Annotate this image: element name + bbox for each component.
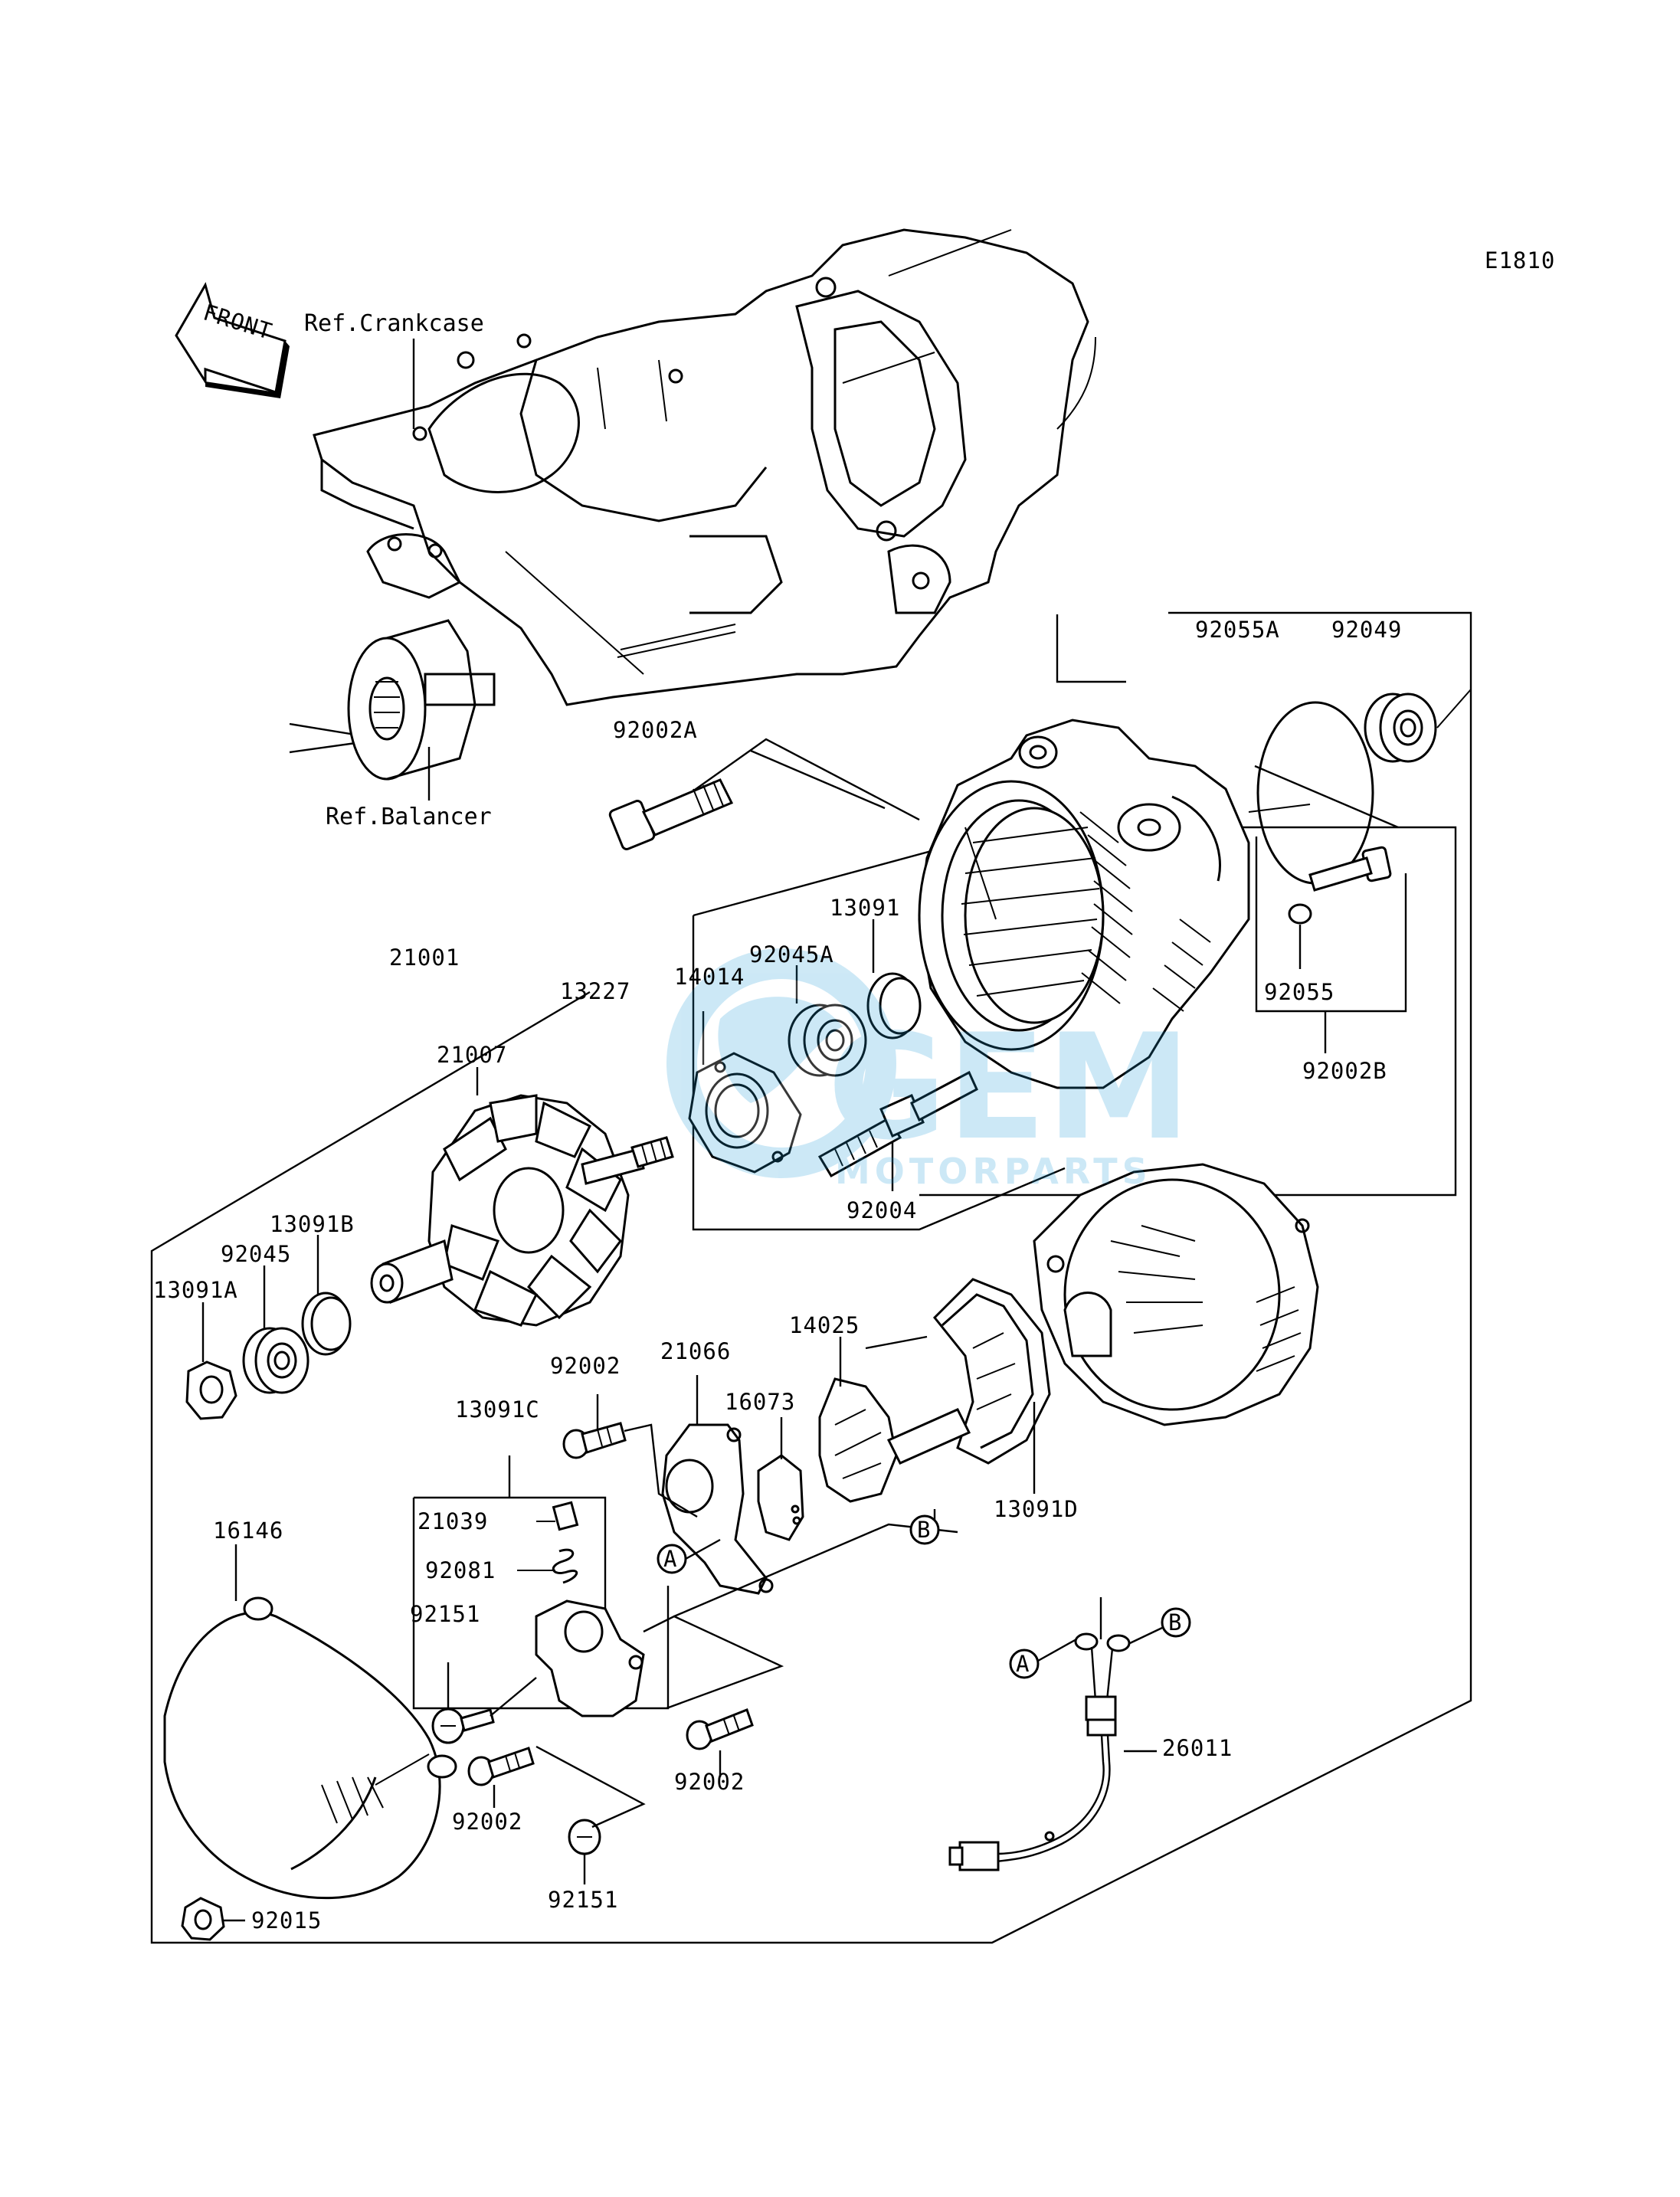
label-26011: 26011 [1162, 1735, 1233, 1761]
label-16146: 16146 [213, 1518, 283, 1544]
label-92055A: 92055A [1195, 617, 1280, 643]
label-92004: 92004 [847, 1197, 917, 1223]
svg-text:A: A [1016, 1651, 1030, 1677]
label-13227: 13227 [560, 978, 630, 1004]
seal-13091-drawing [866, 972, 922, 1040]
label-13091B: 13091B [270, 1211, 355, 1237]
cover-16146-drawing [163, 1596, 457, 1900]
stud-92004-drawing [817, 1070, 978, 1178]
watermark-logo-text: GEM [827, 1003, 1191, 1172]
label-92002-a: 92002 [550, 1353, 621, 1379]
regulator-14025-drawing [818, 1377, 971, 1503]
part-labels: 92055A 92049 92002A 13091 92045A 13227 1… [153, 617, 1402, 1933]
front-arrow-icon: FRONT [175, 282, 290, 398]
brush-21039-drawing [552, 1501, 579, 1531]
bearing-92045a-drawing [788, 1004, 867, 1077]
crankcase-drawing [313, 228, 1096, 706]
ref-balancer-label: Ref.Balancer [326, 804, 492, 830]
nut-92015-drawing [181, 1897, 225, 1941]
spring-92081-drawing [552, 1548, 578, 1584]
label-13091D: 13091D [994, 1496, 1079, 1522]
svg-text:B: B [917, 1517, 931, 1543]
cover-13091d-drawing [932, 1278, 1051, 1465]
svg-text:B: B [1168, 1609, 1182, 1635]
label-13091C: 13091C [455, 1396, 540, 1423]
screw-92002-upper-drawing [562, 1422, 627, 1459]
label-92151-a: 92151 [410, 1601, 480, 1627]
label-13091A: 13091A [153, 1277, 238, 1303]
label-92151-b: 92151 [548, 1887, 618, 1913]
label-13091: 13091 [830, 895, 900, 921]
harness-26011-drawing [948, 1597, 1131, 1871]
label-92049: 92049 [1331, 617, 1402, 643]
watermark-logo: GEM MOTORPARTS [666, 948, 1191, 1192]
part-16073-drawing [757, 1454, 804, 1541]
label-21007: 21007 [437, 1042, 507, 1068]
label-92002A: 92002A [613, 717, 698, 743]
brush-block-drawing [535, 1599, 645, 1717]
label-92055: 92055 [1264, 979, 1335, 1005]
label-92045: 92045 [221, 1241, 291, 1267]
screw-92002-left-drawing [467, 1747, 535, 1786]
label-92002-c: 92002 [452, 1809, 522, 1835]
label-16073: 16073 [725, 1389, 795, 1415]
ref-crankcase-label: Ref.Crankcase [304, 310, 484, 337]
label-92045A: 92045A [749, 941, 834, 968]
label-92015: 92015 [251, 1907, 322, 1933]
callout-b-upper: B [909, 1514, 940, 1545]
label-21066: 21066 [660, 1338, 731, 1364]
watermark-subtitle: MOTORPARTS [835, 1151, 1152, 1192]
bearing-92049-drawing [1364, 689, 1472, 763]
svg-text:A: A [663, 1546, 677, 1572]
bolt-92002b-drawing [1288, 846, 1392, 925]
brush-holder-21066-drawing [661, 1423, 774, 1595]
label-92081: 92081 [425, 1557, 496, 1583]
seal-13091b-drawing [301, 1292, 352, 1356]
callout-a-upper: A [657, 1544, 687, 1574]
label-14014: 14014 [674, 964, 745, 990]
label-14025: 14025 [789, 1312, 860, 1338]
bearing-92045-drawing [242, 1327, 309, 1394]
screw-92151-upper-drawing [431, 1708, 495, 1744]
label-21001: 21001 [389, 945, 460, 971]
rear-housing-drawing [1033, 1163, 1319, 1426]
label-92002B: 92002B [1302, 1058, 1387, 1084]
diagram-code: E1810 [1485, 247, 1555, 273]
bolt-92002a-drawing [608, 778, 734, 850]
front-housing-drawing [918, 719, 1311, 1089]
rotor-21007-drawing [370, 1094, 674, 1327]
callout-a-harness: A [1009, 1649, 1040, 1679]
label-92002-b: 92002 [674, 1769, 745, 1795]
label-21039: 21039 [418, 1508, 488, 1534]
balancer-drawing [347, 619, 496, 781]
callout-b-harness: B [1161, 1607, 1191, 1638]
nut-13091a-drawing [185, 1360, 237, 1420]
plate-14014-drawing [688, 1052, 802, 1174]
screw-92002-right-drawing [686, 1708, 754, 1750]
